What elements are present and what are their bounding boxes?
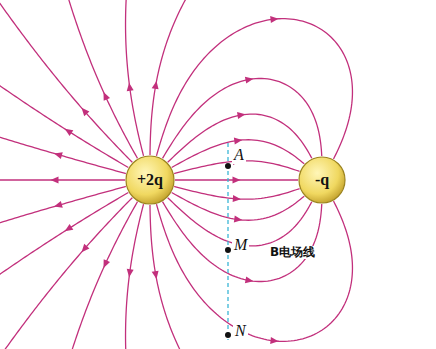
arrowhead: [127, 269, 134, 277]
arrowhead: [82, 244, 90, 252]
point-dot: [225, 332, 231, 338]
point-dot: [225, 247, 231, 253]
arrowhead: [54, 201, 63, 208]
arrowhead: [82, 108, 90, 116]
arrowhead: [104, 259, 111, 268]
field-line: [156, 19, 352, 159]
field-line: [0, 3, 126, 174]
arrowhead: [233, 177, 241, 184]
point-charge: +2q: [125, 155, 175, 205]
field-line: [126, 0, 257, 156]
arrowhead: [245, 276, 254, 283]
charge-outline: [299, 157, 345, 203]
field-line: [163, 202, 322, 282]
arrowhead: [237, 112, 245, 119]
charge-label: -q: [315, 171, 329, 189]
point-charge: -q: [298, 156, 346, 204]
connecting-field-lines: [156, 16, 352, 344]
field-line: [0, 179, 125, 180]
field-line: [150, 205, 436, 349]
point-label: M: [232, 236, 249, 254]
arrowhead: [245, 77, 254, 84]
arrowhead: [270, 16, 278, 23]
point-label: N: [233, 322, 248, 340]
point-dot: [225, 163, 231, 169]
dashed-line: [227, 143, 228, 340]
arrowhead: [54, 152, 63, 159]
point-label: B电场线: [268, 246, 317, 259]
point-label: A: [232, 146, 246, 164]
field-line: [172, 193, 305, 221]
arrowhead: [104, 92, 111, 101]
arrowhead: [127, 83, 134, 91]
arrowhead: [152, 81, 159, 89]
field-line: [0, 198, 132, 349]
field-line: [172, 140, 305, 168]
arrowhead: [65, 224, 74, 231]
arrowhead: [65, 129, 74, 136]
field-line: [156, 201, 352, 341]
field-line: [0, 0, 128, 168]
field-line: [126, 204, 278, 349]
arrowhead: [234, 137, 242, 144]
arrowhead: [234, 216, 242, 223]
field-line: [0, 193, 128, 349]
arrowhead: [233, 195, 241, 202]
arrowhead: [152, 271, 159, 279]
field-line: [0, 0, 132, 162]
charge-outline: [126, 156, 174, 204]
field-line: [0, 186, 126, 349]
field-line: [4, 0, 137, 158]
charge-label: +2q: [137, 171, 163, 189]
arrowhead: [51, 177, 59, 184]
arrowhead: [270, 337, 278, 344]
